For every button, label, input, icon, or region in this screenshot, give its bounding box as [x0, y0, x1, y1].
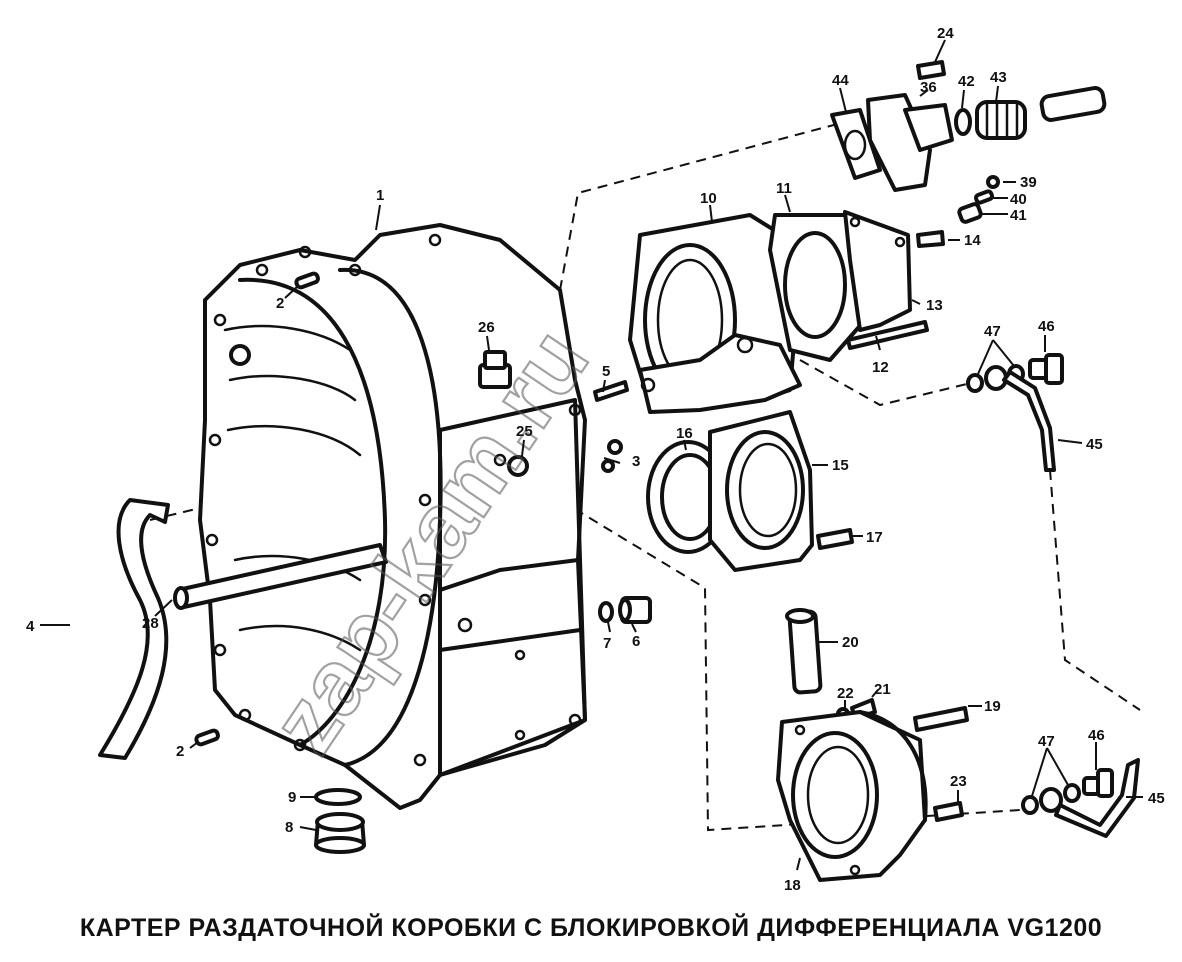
callout-44: 44	[832, 72, 849, 89]
screw-plug-6	[618, 596, 652, 624]
pipe-20	[785, 608, 823, 695]
cover-13	[843, 210, 912, 332]
callout-18: 18	[784, 877, 801, 894]
callout-5: 5	[602, 363, 610, 380]
washer-47-bottom-left	[1021, 795, 1039, 815]
callout-3: 3	[632, 453, 640, 470]
callout-46-top: 46	[1038, 318, 1055, 335]
cover-15	[708, 410, 814, 572]
callout-13: 13	[926, 297, 943, 314]
callout-41: 41	[1010, 207, 1027, 224]
spring-40	[973, 189, 995, 205]
o-ring-42	[954, 108, 972, 136]
shaft	[173, 543, 388, 610]
callout-4: 4	[26, 618, 35, 635]
ball-39	[986, 175, 1000, 189]
washer-47-top-left	[966, 373, 984, 393]
callout-24: 24	[937, 25, 954, 42]
figure-caption: КАРТЕР РАЗДАТОЧНОЙ КОРОБКИ С БЛОКИРОВКОЙ…	[79, 914, 1103, 942]
callout-17: 17	[866, 529, 883, 546]
callout-47-top: 47	[984, 323, 1001, 340]
assembly-line-long	[1049, 469, 1141, 711]
snap-ring	[314, 788, 362, 806]
spring-43	[975, 100, 1027, 140]
banjo-fitting-bottom	[1039, 787, 1063, 813]
plug-41	[957, 202, 983, 224]
callout-14: 14	[964, 232, 981, 249]
callout-6: 6	[632, 633, 640, 650]
banjo-fitting-top	[984, 365, 1008, 391]
callout-16: 16	[676, 425, 693, 442]
cover-18	[776, 710, 928, 882]
callout-23: 23	[950, 773, 967, 790]
callout-26: 26	[478, 319, 495, 336]
callout-39: 39	[1020, 174, 1037, 191]
assembly-line-right	[799, 359, 976, 407]
housing-36	[866, 93, 954, 192]
callout-28: 28	[142, 615, 159, 632]
callout-45-top: 45	[1086, 436, 1103, 453]
callout-15: 15	[832, 457, 849, 474]
dowel-pin-top	[294, 271, 320, 290]
callout-2-bottom: 2	[176, 743, 184, 760]
callout-7: 7	[603, 635, 611, 652]
o-ring-7	[598, 601, 614, 623]
callout-19: 19	[984, 698, 1001, 715]
callout-20: 20	[842, 634, 859, 651]
washer-47-bottom-right	[1063, 783, 1081, 803]
sleeve	[1039, 86, 1107, 122]
bolt-12	[846, 320, 929, 350]
callout-36: 36	[920, 79, 937, 96]
callout-labels: 1 2 2 3 4 5 6 7 8 9 10 11 12 13 14 15 16…	[26, 25, 1165, 894]
callout-40: 40	[1010, 191, 1027, 208]
callout-22: 22	[837, 685, 854, 702]
assembly-line-top	[559, 117, 861, 291]
bolt-17	[816, 528, 854, 550]
banjo-bolt-46-top	[1028, 353, 1064, 385]
callout-43: 43	[990, 69, 1007, 86]
callout-12: 12	[872, 359, 889, 376]
bolt-24	[916, 60, 946, 80]
callout-1: 1	[376, 187, 384, 204]
callout-11: 11	[776, 180, 792, 197]
callout-21: 21	[874, 681, 891, 698]
assembly-line-left	[149, 464, 381, 521]
gasket-44	[830, 108, 882, 180]
callout-9: 9	[288, 789, 296, 806]
oil-pipe-bottom	[1054, 758, 1140, 838]
plug-3-top	[607, 439, 623, 455]
callout-42: 42	[958, 73, 975, 90]
callout-45-bottom: 45	[1148, 790, 1165, 807]
gasket-11	[768, 213, 867, 362]
callout-47-bottom: 47	[1038, 733, 1055, 750]
callout-2-top: 2	[276, 295, 284, 312]
bolt-19	[913, 706, 969, 732]
oil-pipe-top	[1002, 370, 1056, 472]
oil-tube	[98, 498, 170, 760]
bolt-23	[933, 801, 964, 822]
bolt-5	[593, 380, 629, 402]
plug-25	[507, 455, 529, 477]
callout-46-bottom: 46	[1088, 727, 1105, 744]
bearing-cover	[314, 812, 366, 854]
leader-lines	[40, 39, 1143, 871]
banjo-bolt-46-bottom	[1082, 768, 1114, 798]
bolt-14	[916, 230, 945, 248]
callout-8: 8	[285, 819, 293, 836]
callout-25: 25	[516, 423, 533, 440]
breather-plug	[478, 350, 512, 389]
dowel-pin-bottom	[194, 728, 220, 747]
differential-housing	[628, 213, 802, 414]
plug-3-bottom	[601, 459, 615, 473]
callout-10: 10	[700, 190, 717, 207]
